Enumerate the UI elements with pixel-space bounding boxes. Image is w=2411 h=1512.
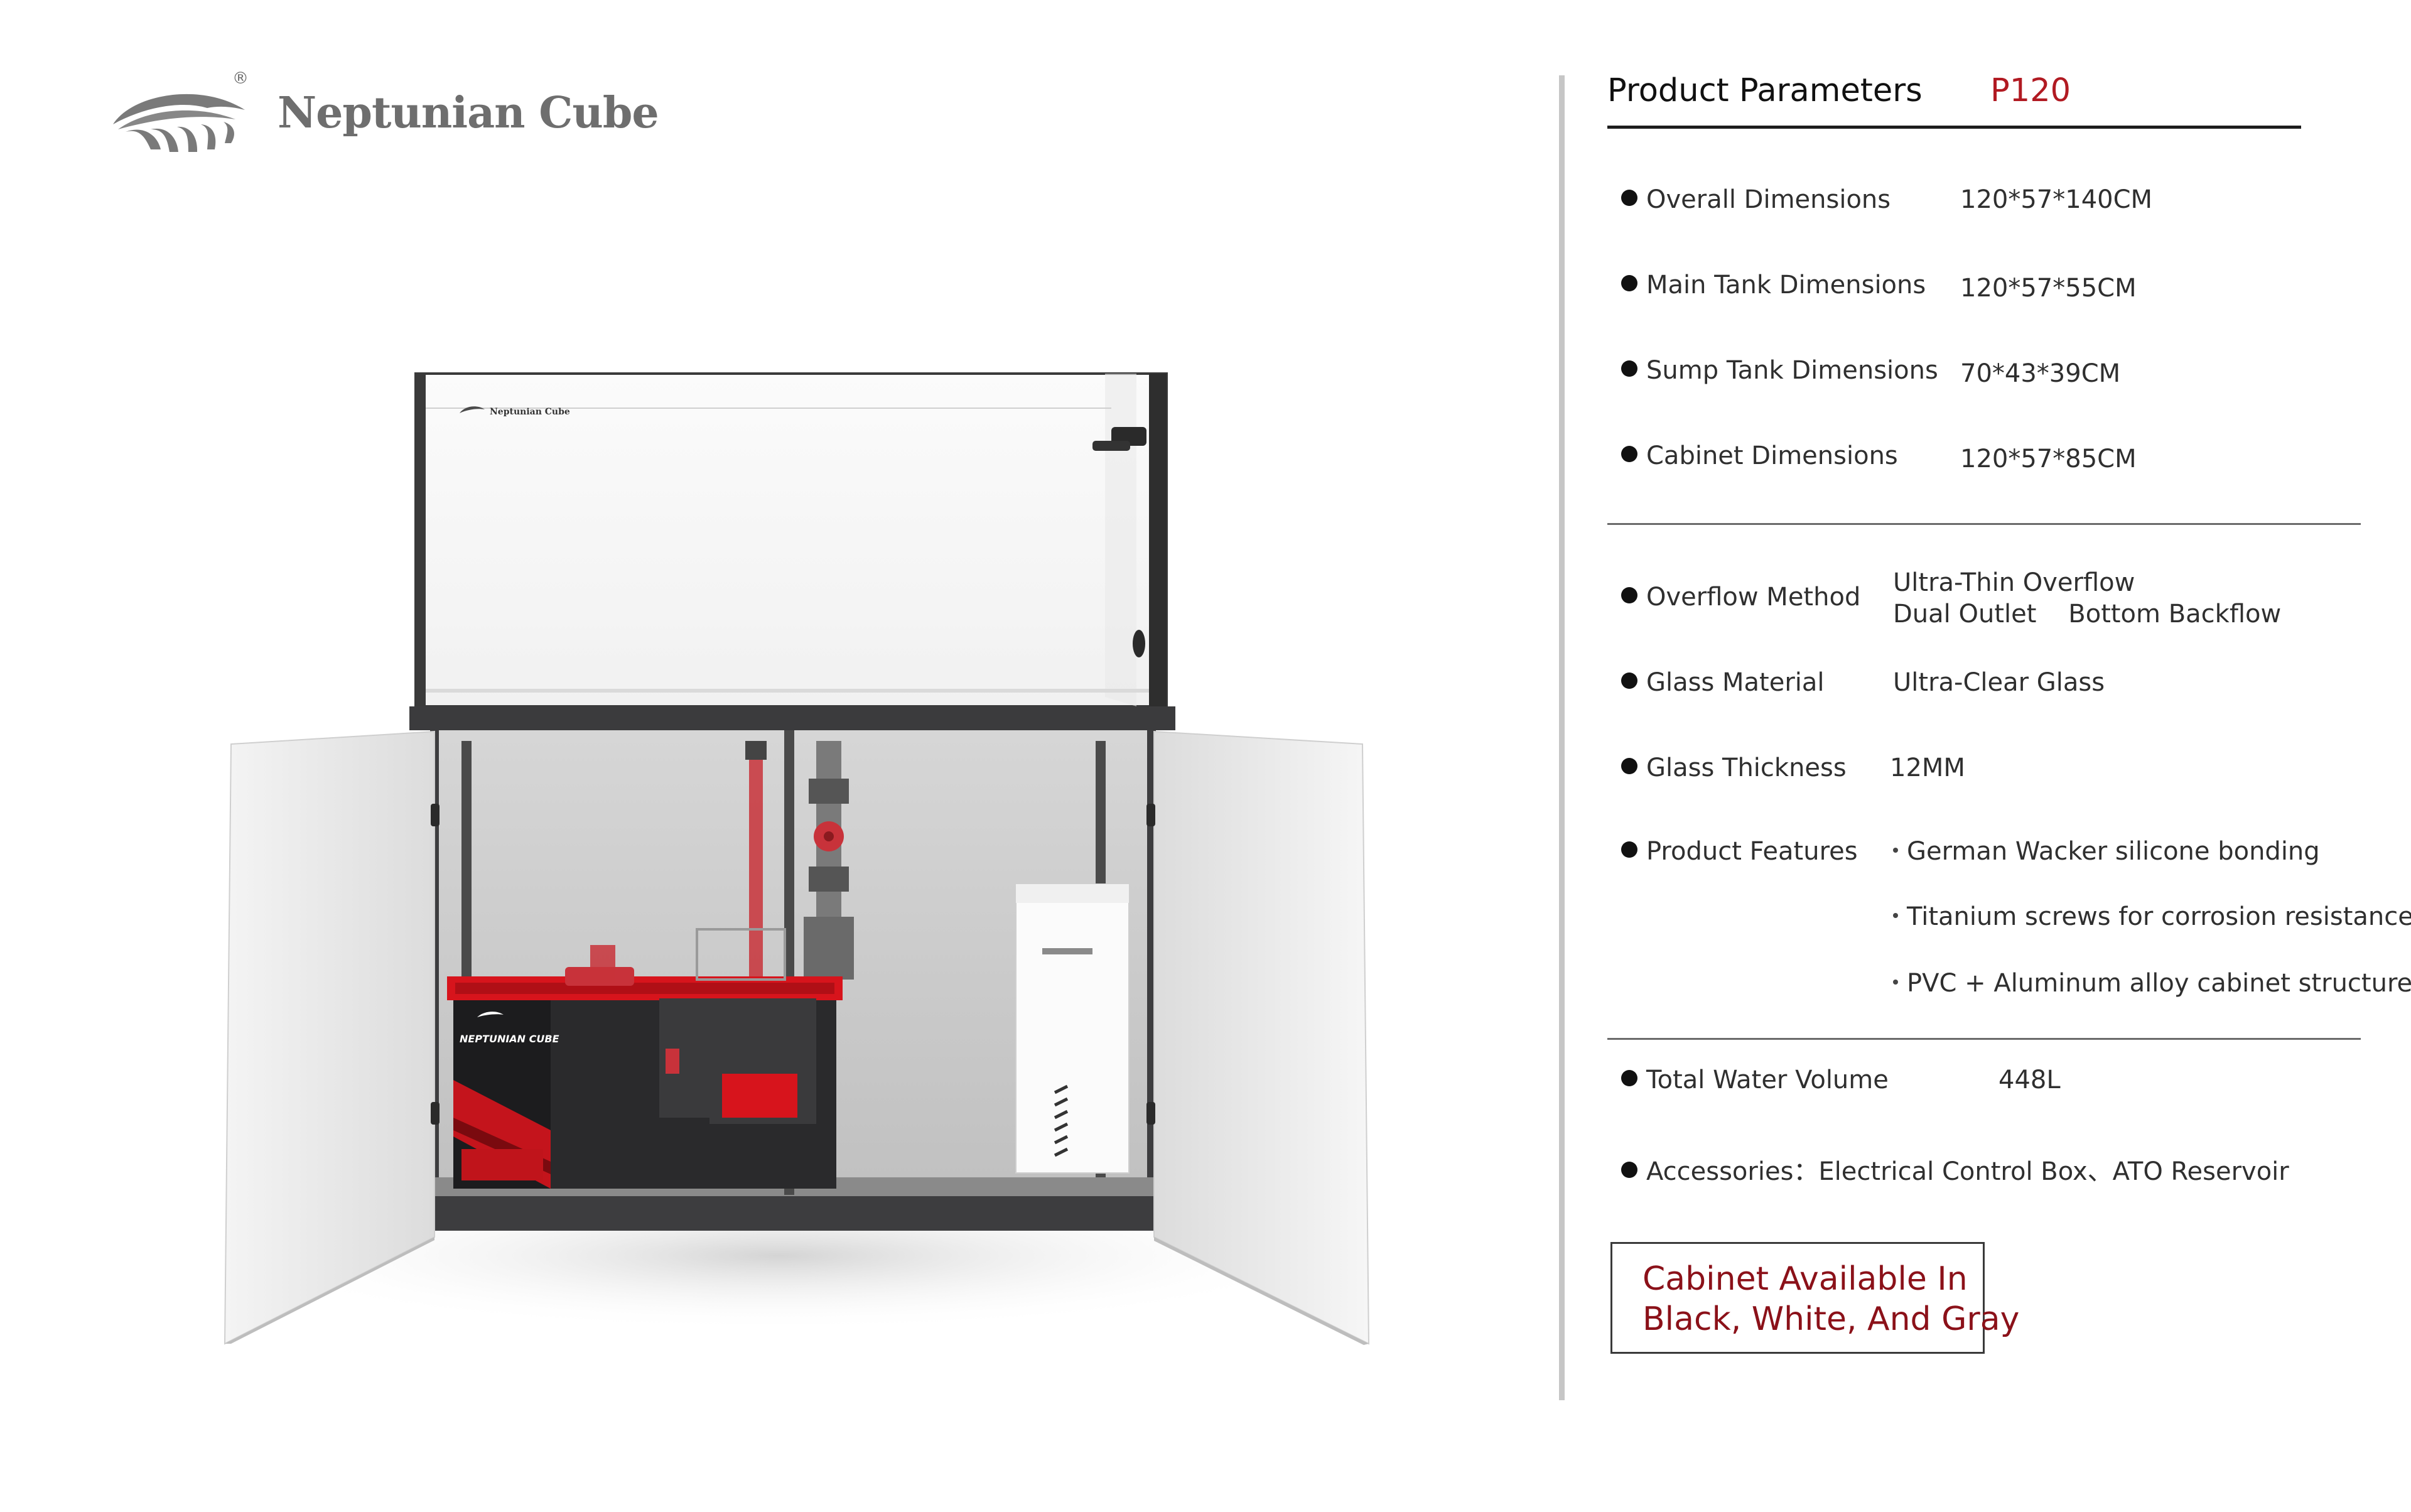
spec-row-main-tank: Main Tank Dimensions	[1621, 271, 1926, 300]
bullet-icon	[1621, 841, 1637, 858]
bullet-icon	[1621, 190, 1637, 206]
bullet-icon	[1621, 446, 1637, 462]
spec-value: Ultra-Clear Glass	[1893, 668, 2105, 697]
bullet-icon	[1621, 1070, 1637, 1086]
small-bullet-icon	[1893, 848, 1898, 853]
feature-item: PVC + Aluminum alloy cabinet structure	[1893, 969, 2411, 998]
bullet-icon	[1621, 672, 1637, 689]
section-divider	[1607, 523, 2361, 525]
tank-logo-icon	[460, 406, 485, 413]
sump-brand-text: NEPTUNIAN CUBE	[460, 1033, 559, 1045]
spec-value: Dual Outlet Bottom Backflow	[1893, 600, 2282, 629]
note-line-2: Black, White, And Gray	[1642, 1300, 2020, 1338]
panel-header: Product Parameters P120	[1607, 72, 2298, 129]
brand-logo: ® Neptunian Cube	[107, 69, 659, 163]
spec-label: Total Water Volume	[1646, 1066, 1889, 1094]
brand-name: Neptunian Cube	[278, 88, 659, 138]
aquarium-cabinet-image: Neptunian Cube	[224, 372, 1370, 1345]
spec-row-features: Product Features	[1621, 837, 1858, 866]
spec-label: Accessories：Electrical Control Box、ATO R…	[1646, 1157, 2289, 1186]
spec-value: 120*57*140CM	[1960, 185, 2153, 214]
spec-row-volume: Total Water Volume	[1621, 1066, 1889, 1094]
header-underline	[1607, 126, 2301, 129]
spec-value: 120*57*85CM	[1960, 445, 2137, 473]
cabinet-color-note: Cabinet Available In Black, White, And G…	[1610, 1242, 2019, 1354]
small-bullet-icon	[1893, 913, 1898, 918]
spec-row-overall: Overall Dimensions	[1621, 185, 1891, 214]
spec-value: 12MM	[1890, 753, 1965, 782]
bullet-icon	[1621, 1162, 1637, 1178]
spec-label: Product Features	[1646, 837, 1858, 866]
spec-label: Cabinet Dimensions	[1646, 441, 1898, 470]
product-illustration: Neptunian Cube	[213, 364, 1381, 1369]
shell-logo-icon	[113, 94, 245, 152]
bullet-icon	[1621, 275, 1637, 291]
spec-label: Glass Thickness	[1646, 753, 1847, 782]
small-bullet-icon	[1893, 980, 1898, 985]
spec-label: Main Tank Dimensions	[1646, 271, 1926, 300]
bullet-icon	[1621, 587, 1637, 603]
panel-title: Product Parameters	[1607, 72, 1923, 109]
spec-row-accessories: Accessories：Electrical Control Box、ATO R…	[1621, 1151, 2289, 1187]
bullet-icon	[1621, 360, 1637, 377]
spec-row-glass-material: Glass Material	[1621, 668, 1825, 697]
section-divider	[1607, 1038, 2361, 1040]
spec-value: 120*57*55CM	[1960, 274, 2137, 303]
spec-row-cabinet: Cabinet Dimensions	[1621, 441, 1898, 470]
bullet-icon	[1621, 758, 1637, 774]
registered-mark: ®	[232, 69, 249, 88]
spec-row-sump-tank: Sump Tank Dimensions	[1621, 356, 1938, 385]
vertical-divider	[1559, 75, 1565, 1400]
spec-value: 70*43*39CM	[1960, 359, 2121, 388]
spec-value: Ultra-Thin Overflow	[1893, 568, 2135, 597]
note-line-1: Cabinet Available In	[1642, 1260, 1968, 1298]
model-number: P120	[1990, 72, 2071, 109]
spec-value: 448L	[1998, 1066, 2061, 1094]
spec-label: Overall Dimensions	[1646, 185, 1891, 214]
spec-row-overflow: Overflow Method	[1621, 583, 1860, 612]
door-hinges	[431, 804, 1155, 1125]
spec-label: Overflow Method	[1646, 583, 1861, 612]
feature-item: Titanium screws for corrosion resistance	[1893, 902, 2411, 931]
spec-label: Glass Material	[1646, 668, 1825, 697]
spec-label: Sump Tank Dimensions	[1646, 356, 1938, 385]
feature-item: German Wacker silicone bonding	[1893, 837, 2320, 866]
tank-logo-text: Neptunian Cube	[490, 407, 570, 417]
spec-row-glass-thickness: Glass Thickness	[1621, 753, 1847, 782]
sump-tank: NEPTUNIAN CUBE	[447, 928, 843, 1189]
ato-reservoir	[1015, 883, 1130, 1174]
